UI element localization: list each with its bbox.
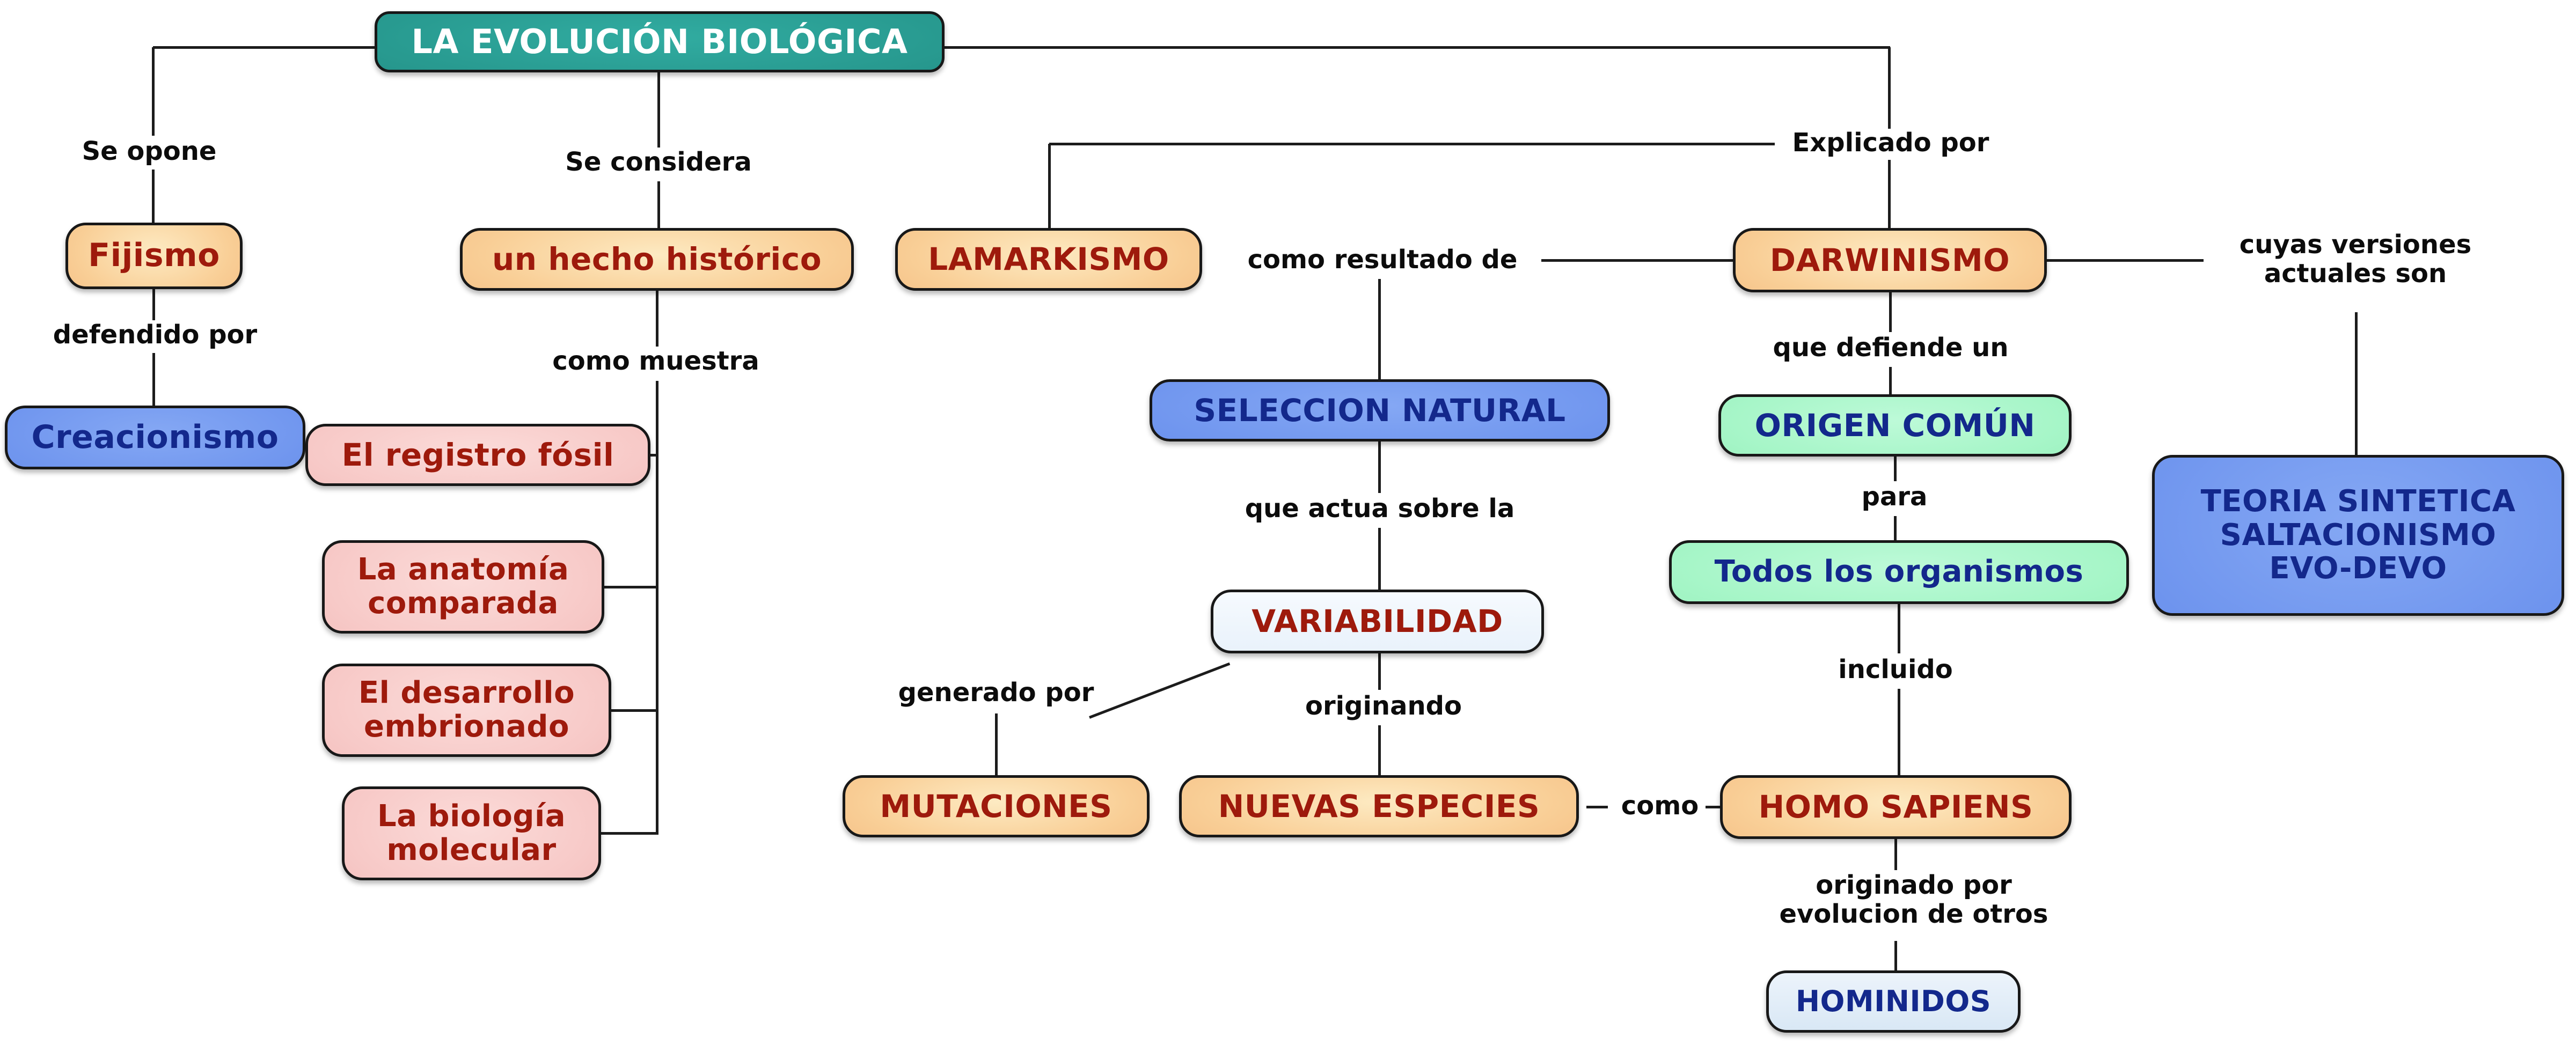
node-label: HOMO SAPIENS (1758, 789, 2033, 826)
edge-label-se-considera: Se considera (565, 147, 752, 177)
node-nuevas-especies: NUEVAS ESPECIES (1179, 775, 1579, 837)
connector-line (657, 181, 660, 229)
node-el-registro-fosil: El registro fósil (305, 424, 650, 486)
node-la-anatomia-comparada: La anatomía comparada (322, 540, 604, 634)
connector-line (945, 46, 1890, 49)
node-la-evolucion-biologica: LA EVOLUCIÓN BIOLÓGICA (375, 11, 945, 72)
node-label: SELECCION NATURAL (1194, 392, 1566, 429)
node-label: HOMINIDOS (1795, 984, 1992, 1018)
connector-line (1089, 662, 1231, 719)
node-label: VARIABILIDAD (1252, 603, 1503, 640)
edge-label-como-muestra: como muestra (552, 346, 759, 376)
connector-line (1586, 806, 1608, 808)
node-todos-los-organismos: Todos los organismos (1669, 540, 2129, 604)
edge-label-generado-por: generado por (898, 678, 1094, 708)
node-homo-sapiens: HOMO SAPIENS (1720, 775, 2072, 839)
node-label: DARWINISMO (1769, 241, 2010, 278)
node-seleccion-natural: SELECCION NATURAL (1150, 379, 1610, 441)
node-el-desarrollo-embrionado: El desarrollo embrionado (322, 664, 611, 757)
connector-line (153, 46, 377, 49)
node-label: ORIGEN COMÚN (1754, 407, 2036, 444)
edge-label-como-resultado-de: como resultado de (1247, 245, 1518, 275)
node-label: NUEVAS ESPECIES (1218, 788, 1540, 825)
edge-label-cuyas-versiones: cuyas versiones actuales son (2239, 230, 2472, 289)
connector-line (1894, 457, 1897, 481)
connector-line (1049, 143, 1775, 145)
node-creacionismo: Creacionismo (5, 406, 305, 469)
edge-label-explicado-por: Explicado por (1792, 128, 1989, 158)
node-fijismo: Fijismo (65, 223, 243, 289)
node-label: MUTACIONES (880, 788, 1113, 825)
connector-line (648, 454, 658, 457)
edge-label-defendido-por: defendido por (53, 320, 258, 350)
node-lamarkismo: LAMARKISMO (895, 228, 1202, 291)
edge-label-originando: originando (1305, 691, 1462, 721)
connector-line (1889, 292, 1892, 332)
node-teoria-sintetica-saltacionismo-evo-devo: TEORIA SINTETICA SALTACIONISMO EVO-DEVO (2152, 455, 2564, 616)
edge-label-como: como (1621, 791, 1699, 821)
connector-line (2355, 312, 2358, 455)
connector-line (152, 47, 155, 136)
connector-line (1898, 689, 1900, 776)
connector-line (152, 289, 155, 320)
connector-line (1378, 653, 1381, 690)
edge-label-originado-por: originado por evolucion de otros (1779, 870, 2048, 929)
node-la-biologia-molecular: La biología molecular (342, 786, 601, 880)
connector-line (1048, 144, 1051, 229)
connector-line (1888, 160, 1891, 229)
connector-line (1541, 259, 1733, 262)
node-label: LAMARKISMO (928, 241, 1169, 278)
node-label: Todos los organismos (1714, 554, 2084, 590)
connector-line (1894, 839, 1897, 870)
connector-line (1898, 604, 1900, 653)
connector-line (611, 709, 657, 712)
connector-line (656, 291, 658, 347)
connector-line (1889, 367, 1892, 395)
edge-label-que-actua: que actua sobre la (1245, 494, 1515, 524)
node-darwinismo: DARWINISMO (1733, 228, 2047, 292)
node-label: Creacionismo (31, 418, 279, 456)
connector-line (604, 586, 657, 588)
node-label: un hecho histórico (492, 241, 822, 278)
node-variabilidad: VARIABILIDAD (1211, 590, 1544, 653)
connector-line (1378, 441, 1381, 493)
node-label: LA EVOLUCIÓN BIOLÓGICA (411, 22, 908, 62)
connector-line (1378, 725, 1381, 776)
connector-line (2047, 259, 2204, 262)
connector-line (656, 381, 658, 835)
edge-label-que-defiende-un: que defiende un (1773, 333, 2009, 363)
node-mutaciones: MUTACIONES (843, 775, 1150, 837)
connector-line (601, 832, 657, 835)
node-label: TEORIA SINTETICA SALTACIONISMO EVO-DEVO (2200, 483, 2516, 586)
connector-line (1378, 528, 1381, 590)
node-hominidos: HOMINIDOS (1766, 970, 2021, 1033)
connector-line (657, 72, 660, 148)
connector-line (1894, 941, 1897, 971)
connector-line (1894, 516, 1897, 541)
node-label: La anatomía comparada (357, 552, 569, 621)
node-origen-comun: ORIGEN COMÚN (1718, 394, 2072, 457)
connector-line (152, 353, 155, 407)
node-label: La biología molecular (377, 798, 566, 867)
connector-line (1706, 806, 1722, 808)
edge-label-se-opone: Se opone (82, 136, 217, 166)
connector-line (995, 713, 998, 776)
node-un-hecho-historico: un hecho histórico (460, 228, 854, 291)
connector-line (1378, 279, 1381, 380)
node-label: El desarrollo embrionado (358, 675, 575, 744)
connector-line (152, 170, 155, 223)
edge-label-incluido: incluido (1838, 654, 1953, 685)
node-label: Fijismo (88, 237, 220, 275)
node-label: El registro fósil (341, 436, 614, 473)
connector-line (1888, 47, 1891, 129)
edge-label-para: para (1861, 482, 1928, 512)
